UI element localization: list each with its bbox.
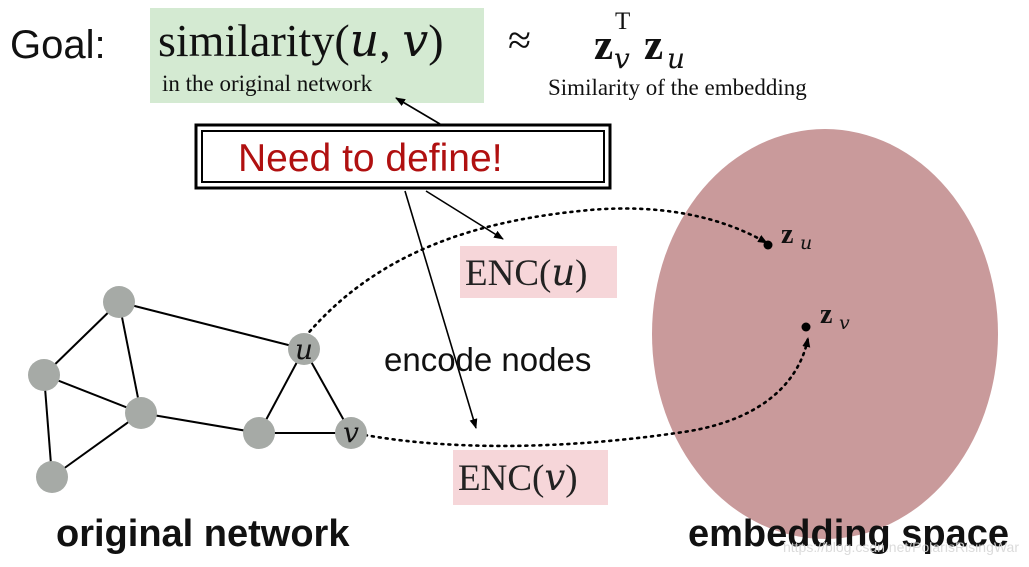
callout-outer-border bbox=[194, 123, 612, 190]
original-network-title: original network bbox=[56, 513, 350, 555]
similarity-close: ) bbox=[428, 15, 443, 66]
graph-edge bbox=[303, 348, 352, 434]
graph-edge bbox=[118, 301, 305, 350]
approximately-equal-symbol: ≈ bbox=[508, 18, 531, 64]
zvz-second-z: z bbox=[644, 22, 663, 69]
similarity-prefix: similarity( bbox=[158, 15, 350, 66]
original-network-graph: u v bbox=[28, 286, 367, 493]
encoder-u-expression: ENC(u) bbox=[465, 251, 588, 294]
graph-edge bbox=[118, 301, 142, 414]
zvz-subscript-v: v bbox=[614, 42, 630, 75]
graph-edge bbox=[43, 374, 142, 414]
similarity-expression: similarity(u, v) bbox=[158, 13, 444, 67]
graph-edge bbox=[51, 412, 142, 478]
arrow-to-encoder-v bbox=[404, 190, 478, 429]
graph-node bbox=[36, 461, 68, 493]
encoder-v: ENC(v) bbox=[453, 450, 608, 505]
goal-formula: Goal: similarity(u, v) in the original n… bbox=[10, 0, 807, 103]
encoder-u-suffix: ) bbox=[575, 253, 587, 294]
need-to-define-text: Need to define! bbox=[238, 137, 503, 180]
callout-inner-border bbox=[201, 130, 605, 183]
original-network-caption: in the original network bbox=[162, 71, 373, 96]
graph-edge bbox=[140, 412, 260, 434]
graph-edge bbox=[43, 374, 53, 478]
encoder-v-box bbox=[453, 450, 608, 505]
graph-node bbox=[28, 359, 60, 391]
embedding-space-title: embedding space bbox=[688, 513, 1009, 555]
embedded-v-subscript: v bbox=[839, 312, 850, 334]
encode-nodes-label: encode nodes bbox=[384, 341, 591, 378]
encoder-v-expression: ENC(v) bbox=[458, 456, 578, 499]
graph-node bbox=[103, 286, 135, 318]
similarity-v: v bbox=[402, 13, 428, 67]
graph-edge bbox=[43, 301, 120, 376]
similarity-box bbox=[150, 8, 484, 103]
similarity-comma: , bbox=[379, 15, 402, 66]
embedded-u-subscript: u bbox=[800, 232, 812, 254]
embedding-similarity-caption: Similarity of the embedding bbox=[548, 75, 807, 100]
goal-label: Goal: bbox=[10, 23, 106, 67]
graph-node-u-label: u bbox=[295, 333, 313, 366]
embedded-point-v-label: z v bbox=[820, 299, 850, 334]
arrow-to-encoder-u bbox=[425, 190, 504, 240]
encoder-v-suffix: ) bbox=[565, 458, 577, 499]
similarity-u: u bbox=[350, 13, 380, 67]
encoder-u-variable: u bbox=[551, 251, 575, 294]
graph-node-v-label: v bbox=[343, 416, 359, 449]
graph-node bbox=[125, 397, 157, 429]
graph-node bbox=[243, 417, 275, 449]
encoder-v-variable: v bbox=[544, 456, 565, 499]
arrow-to-similarity bbox=[395, 97, 441, 125]
encoder-v-prefix: ENC( bbox=[458, 458, 544, 499]
zvz-first-z: z bbox=[594, 22, 613, 69]
embedding-space-region bbox=[652, 129, 998, 539]
mapping-arrow-u bbox=[303, 207, 769, 339]
mapping-arrow-v bbox=[363, 336, 811, 448]
embedding-dot-product: z v T z u bbox=[594, 0, 685, 78]
watermark-text: https://blog.csdn.net/PolarisRisingWar bbox=[783, 539, 1019, 555]
graph-node-u bbox=[288, 333, 320, 365]
embedded-point-u-label: z u bbox=[781, 219, 812, 254]
encoder-u-box bbox=[460, 246, 617, 298]
embedded-point-v bbox=[801, 322, 811, 332]
embedded-point-u bbox=[763, 240, 773, 250]
encoder-u-prefix: ENC( bbox=[465, 253, 551, 294]
graph-node-v bbox=[335, 417, 367, 449]
zvz-transpose: T bbox=[615, 8, 630, 35]
zvz-subscript-u: u bbox=[667, 42, 685, 75]
need-to-define-callout: Need to define! bbox=[194, 123, 612, 190]
encoder-u: ENC(u) bbox=[460, 246, 617, 298]
embedded-v-z: z bbox=[820, 299, 832, 330]
embedded-u-z: z bbox=[781, 219, 793, 250]
